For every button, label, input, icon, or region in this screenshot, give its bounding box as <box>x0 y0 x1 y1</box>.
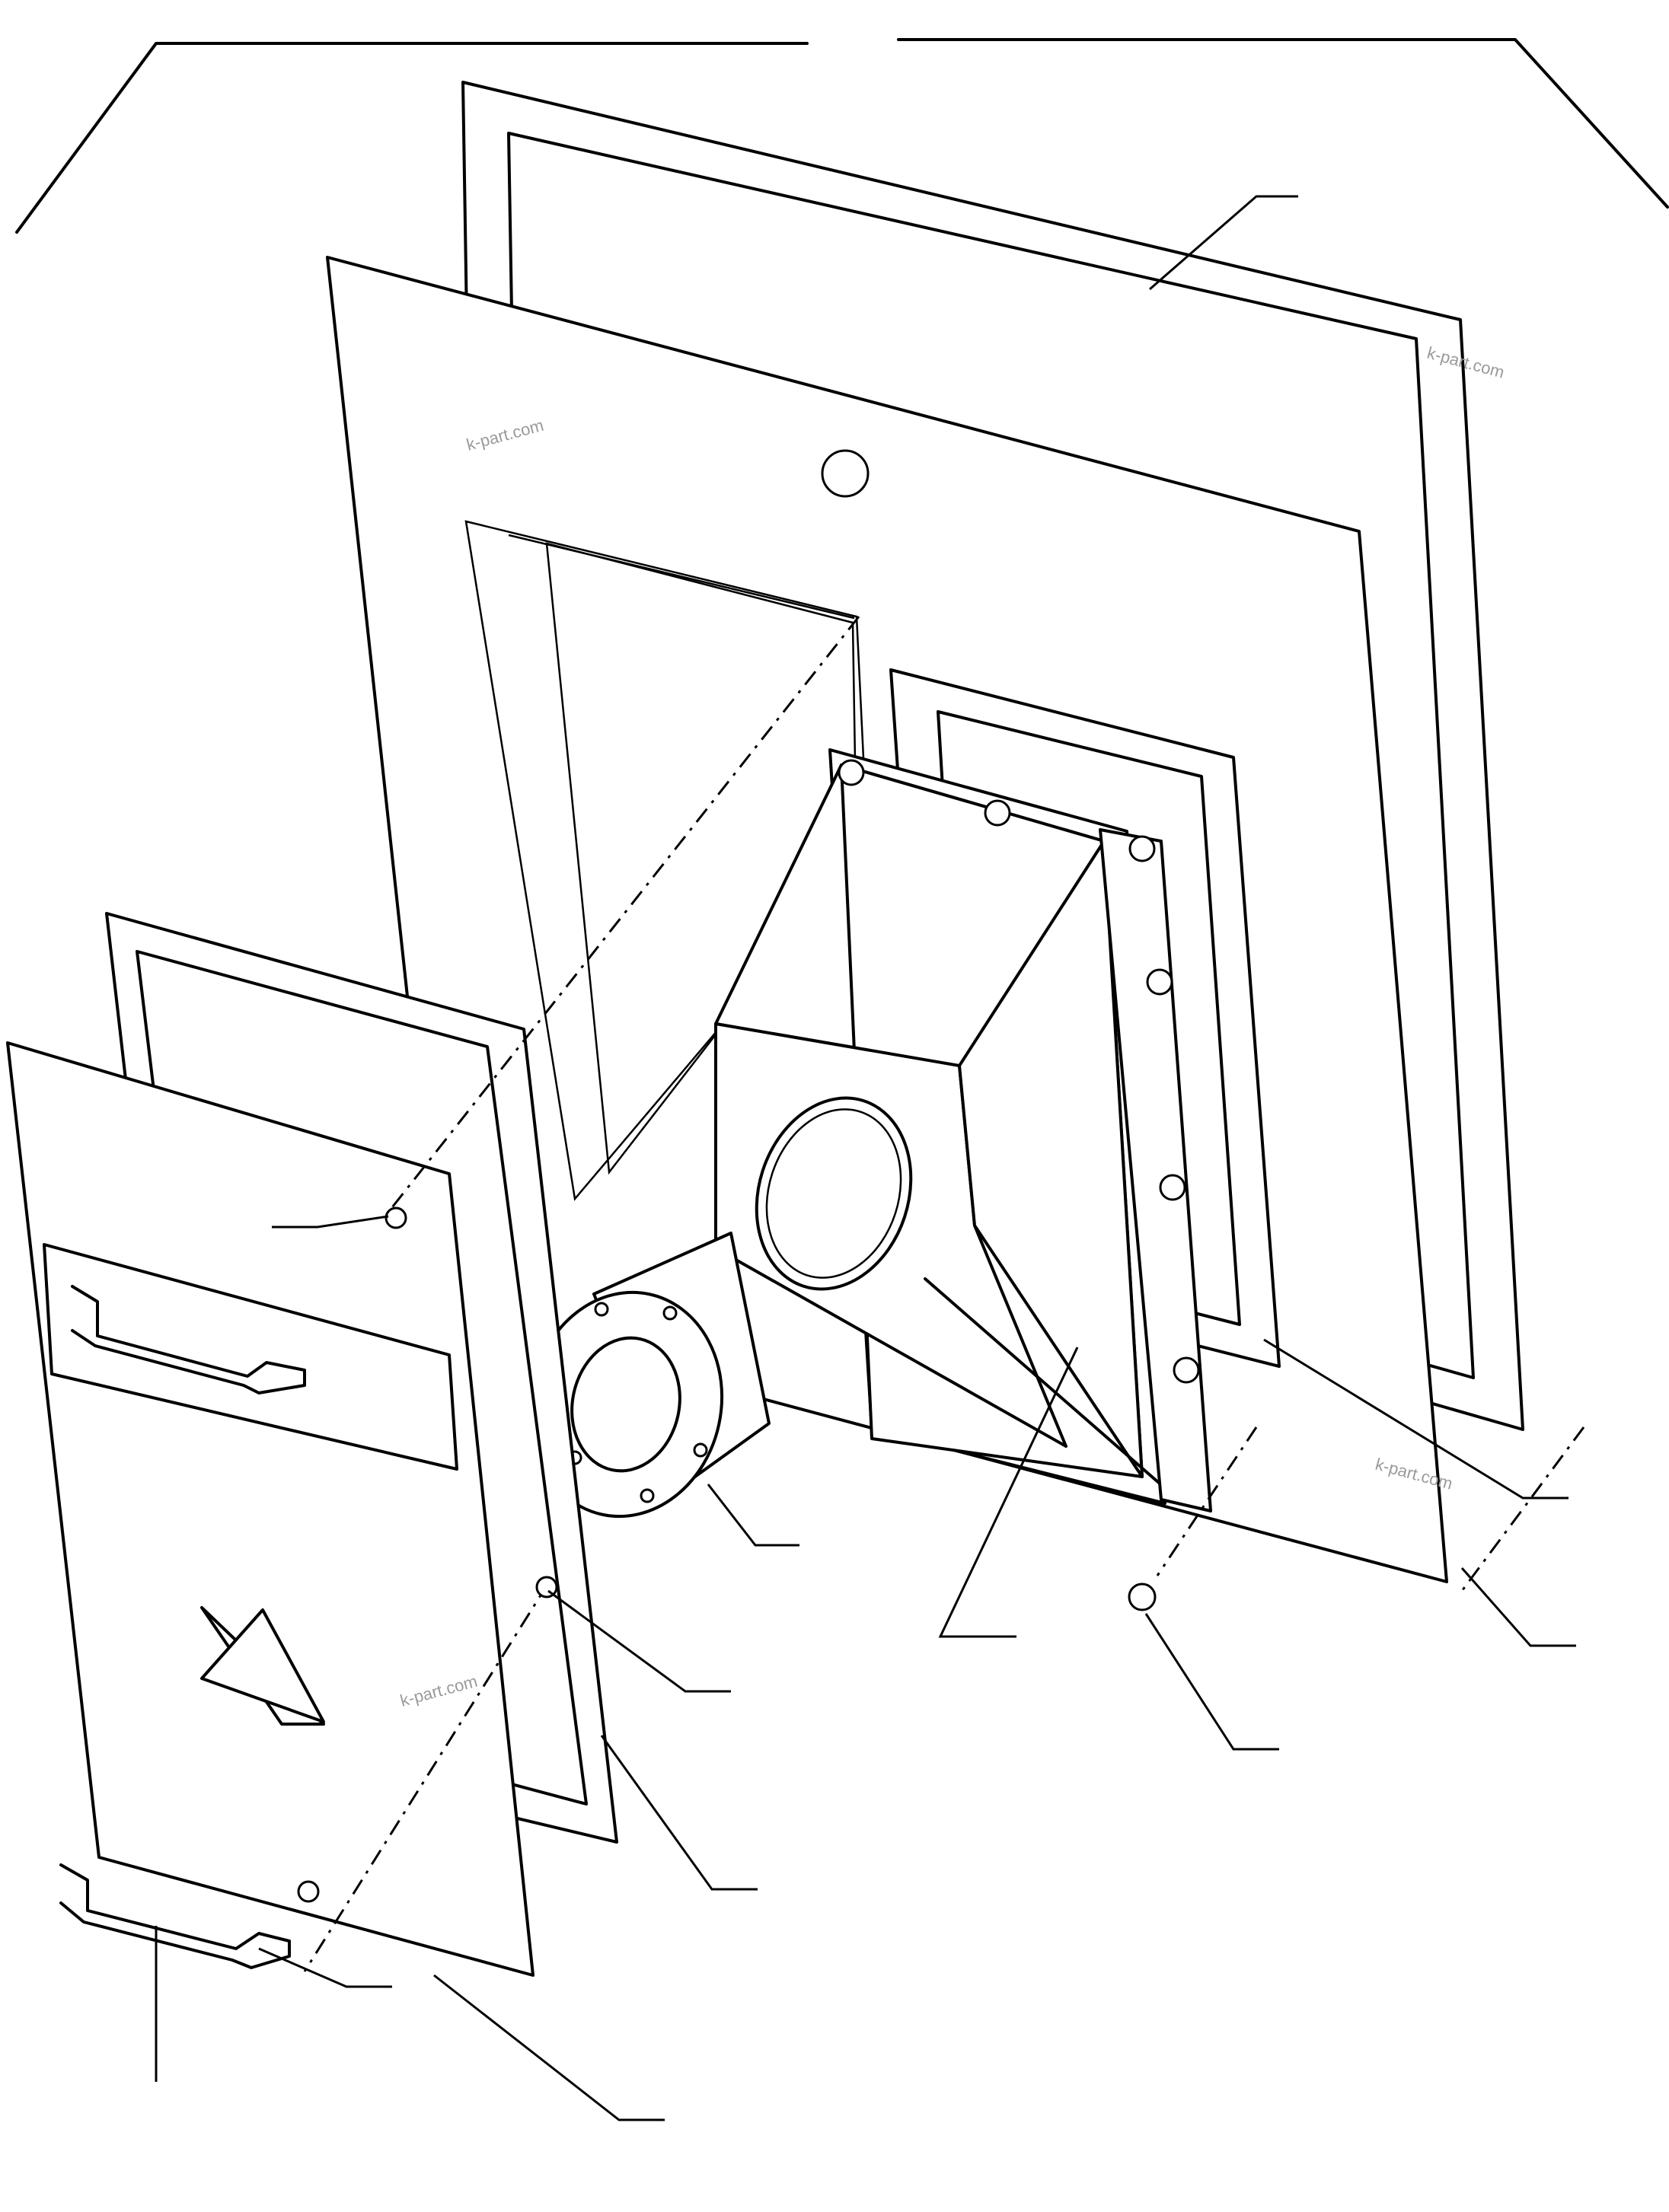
center-port-hole <box>821 449 870 498</box>
round-outlet-sleeve <box>755 1096 913 1291</box>
border-frame <box>15 38 1669 234</box>
front-cover-plate <box>6 1041 535 1977</box>
bolts <box>297 1206 1157 1903</box>
front-flange-ring <box>528 1232 771 1519</box>
bottom-handle <box>59 1863 291 1969</box>
top-handle <box>71 1285 306 1394</box>
leader-lines <box>155 195 1576 2121</box>
duct-flange-bolts <box>838 759 1200 1384</box>
assembly-axes <box>303 616 1585 1972</box>
